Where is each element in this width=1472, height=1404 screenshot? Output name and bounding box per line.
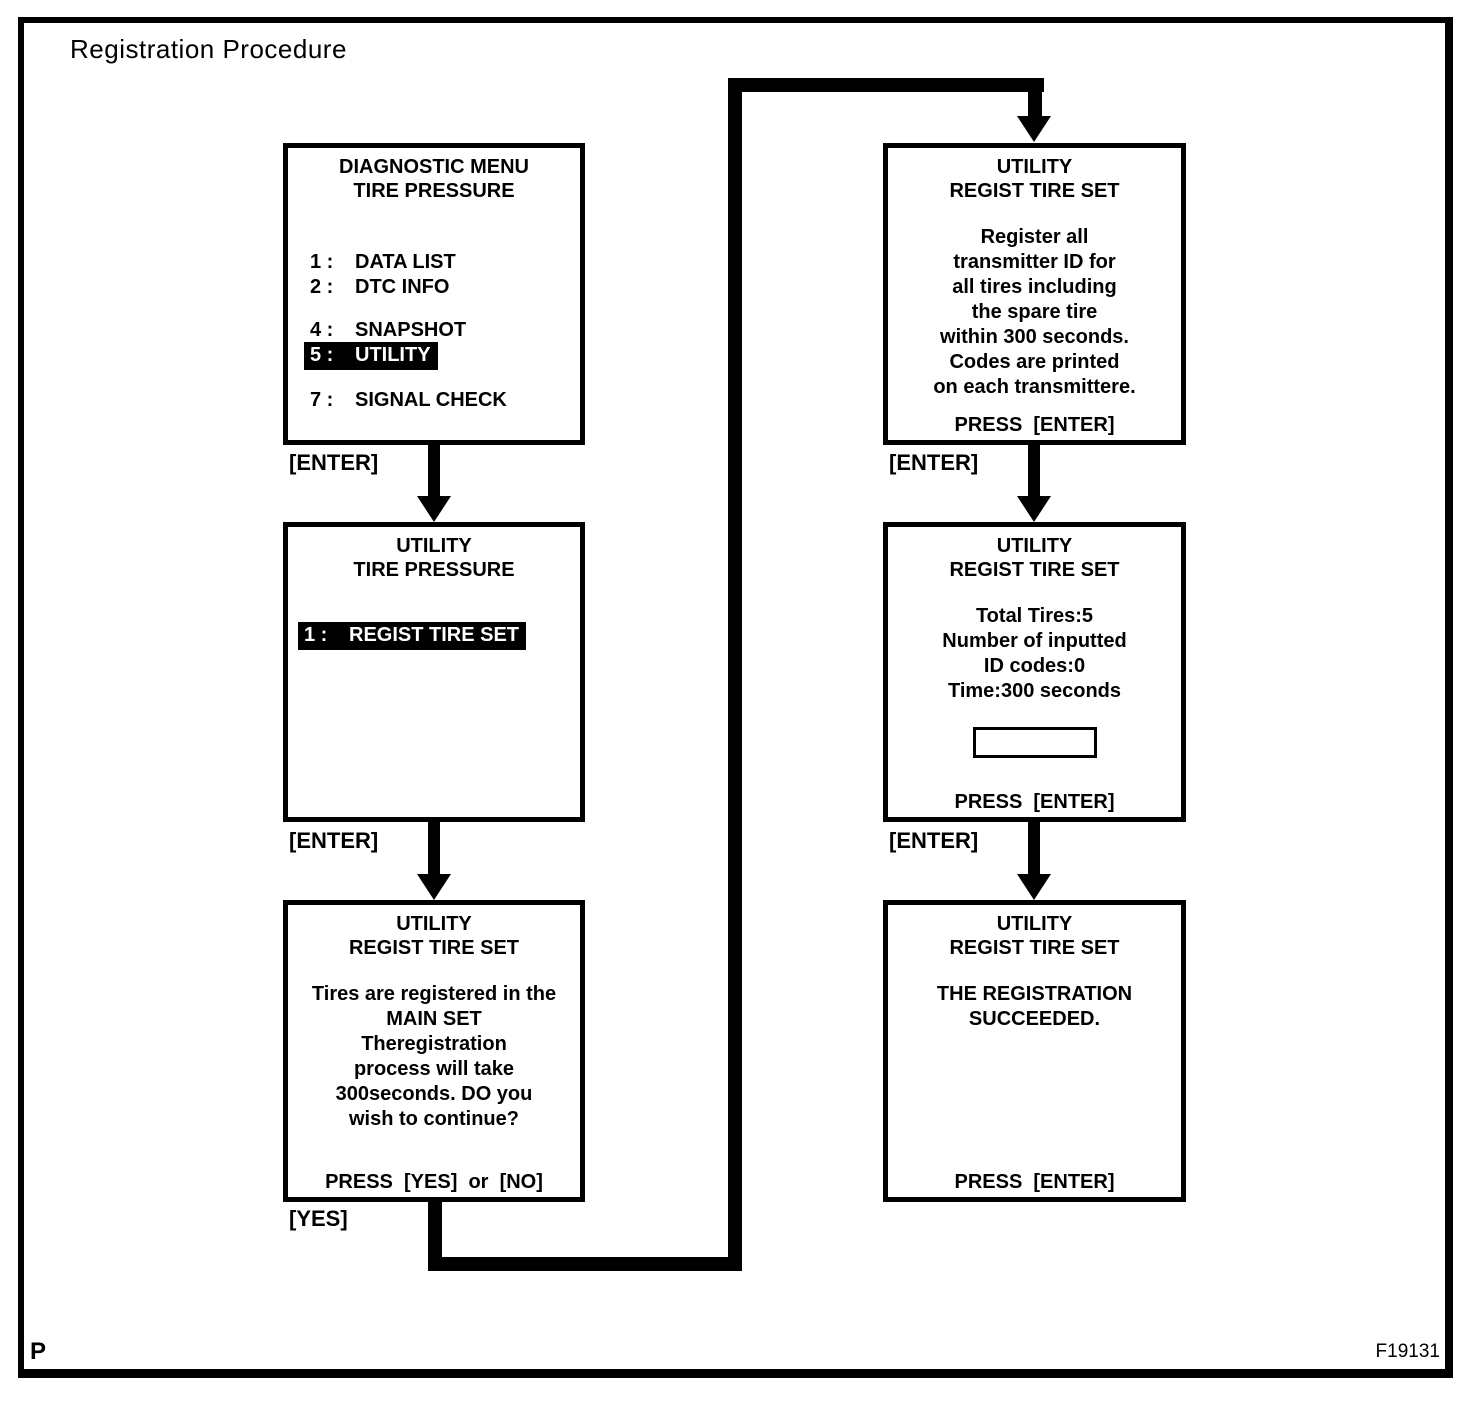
screen-footer-prompt: PRESS [ENTER] <box>954 414 1115 436</box>
menu-item-label: SNAPSHOT <box>355 319 467 341</box>
screen-utility-menu: UTILITY TIRE PRESSURE 1 : REGIST TIRE SET <box>283 522 585 822</box>
screen-registration-success: UTILITY REGIST TIRE SET THE REGISTRATION… <box>883 900 1186 1202</box>
menu-item-label: DATA LIST <box>355 251 456 273</box>
screen-header: UTILITY REGIST TIRE SET <box>888 155 1181 203</box>
id-code-input-box <box>973 727 1097 758</box>
screen-register-instructions: UTILITY REGIST TIRE SET Register all tra… <box>883 143 1186 445</box>
screen-header: UTILITY TIRE PRESSURE <box>288 534 580 582</box>
flow-arrow-down-icon <box>1017 116 1051 142</box>
flow-label-enter: [ENTER] <box>889 828 979 853</box>
screen-header: UTILITY REGIST TIRE SET <box>288 912 580 960</box>
menu-item-number: 7 : <box>310 389 334 411</box>
menu-item-label: REGIST TIRE SET <box>349 624 520 646</box>
menu-item-label: UTILITY <box>355 344 431 366</box>
screen-confirm-registration: UTILITY REGIST TIRE SET Tires are regist… <box>283 900 585 1202</box>
menu-item-data-list: 1 : DATA LIST <box>304 249 463 277</box>
flow-connector-segment-up <box>728 78 742 1271</box>
screen-footer-prompt: PRESS [YES] or [NO] <box>325 1171 543 1193</box>
screen-header-line2: REGIST TIRE SET <box>949 937 1120 959</box>
screen-body-text: Tires are registered in the MAIN SET The… <box>311 983 557 1130</box>
menu-item-label: SIGNAL CHECK <box>355 389 507 411</box>
screen-diagnostic-menu: DIAGNOSTIC MENU TIRE PRESSURE 1 : DATA LI… <box>283 143 585 445</box>
flow-connector-segment-drop <box>1028 78 1042 118</box>
screen-header-line1: UTILITY <box>996 156 1073 178</box>
screen-header-line2: REGIST TIRE SET <box>348 937 520 959</box>
flow-arrow-shaft <box>1028 445 1040 497</box>
screen-body-text: Total Tires:5 Number of inputted ID code… <box>942 605 1127 702</box>
flow-arrow-down-icon <box>417 496 451 522</box>
screen-registration-progress: UTILITY REGIST TIRE SET Total Tires:5 Nu… <box>883 522 1186 822</box>
flow-connector-segment-bottom <box>428 1257 742 1271</box>
flow-arrow-shaft <box>1028 822 1040 875</box>
flow-label-enter: [ENTER] <box>289 828 379 853</box>
flow-arrow-shaft <box>428 445 440 497</box>
menu-item-number: 2 : <box>310 276 334 298</box>
flow-connector-segment-down <box>428 1202 442 1271</box>
page-letter: P <box>30 1338 47 1365</box>
screen-header-line2: TIRE PRESSURE <box>353 180 515 202</box>
screen-header-line1: UTILITY <box>996 535 1073 557</box>
screen-header-line1: UTILITY <box>396 913 472 935</box>
screen-header: DIAGNOSTIC MENU TIRE PRESSURE <box>288 155 580 203</box>
flow-arrow-shaft <box>428 822 440 875</box>
flow-label-enter: [ENTER] <box>889 450 979 475</box>
screen-body-text: THE REGISTRATION SUCCEEDED. <box>936 983 1133 1030</box>
menu-item-snapshot: 4 : SNAPSHOT <box>304 317 473 345</box>
diagram-title: Registration Procedure <box>70 34 347 64</box>
flow-label-yes: [YES] <box>289 1206 348 1231</box>
screen-header: UTILITY REGIST TIRE SET <box>888 912 1181 960</box>
screen-header-line1: UTILITY <box>996 913 1073 935</box>
screen-footer-prompt: PRESS [ENTER] <box>954 791 1115 813</box>
menu-item-signal-check: 7 : SIGNAL CHECK <box>304 387 514 415</box>
screen-footer-prompt: PRESS [ENTER] <box>954 1171 1115 1193</box>
menu-item-number: 1 : <box>310 251 334 273</box>
flow-arrow-down-icon <box>417 874 451 900</box>
flow-label-enter: [ENTER] <box>289 450 379 475</box>
screen-header-line2: TIRE PRESSURE <box>353 559 515 581</box>
menu-item-number: 1 : <box>304 624 328 646</box>
screen-header-line1: DIAGNOSTIC MENU <box>339 156 529 178</box>
figure-code: F19131 <box>1375 1341 1440 1362</box>
flow-connector-segment-top <box>728 78 1044 92</box>
menu-item-utility-selected: 5 : UTILITY <box>304 342 438 370</box>
flow-arrow-down-icon <box>1017 496 1051 522</box>
screen-header: UTILITY REGIST TIRE SET <box>888 534 1181 582</box>
screen-body-text: Register all transmitter ID for all tire… <box>933 226 1136 398</box>
menu-item-number: 5 : <box>310 344 334 366</box>
menu-item-regist-tire-set-selected: 1 : REGIST TIRE SET <box>298 622 527 650</box>
screen-header-line2: REGIST TIRE SET <box>949 180 1120 202</box>
screen-header-line2: REGIST TIRE SET <box>949 559 1120 581</box>
screen-header-line1: UTILITY <box>396 535 472 557</box>
menu-item-label: DTC INFO <box>355 276 450 298</box>
flow-arrow-down-icon <box>1017 874 1051 900</box>
menu-item-number: 4 : <box>310 319 334 341</box>
menu-item-dtc-info: 2 : DTC INFO <box>304 274 456 302</box>
